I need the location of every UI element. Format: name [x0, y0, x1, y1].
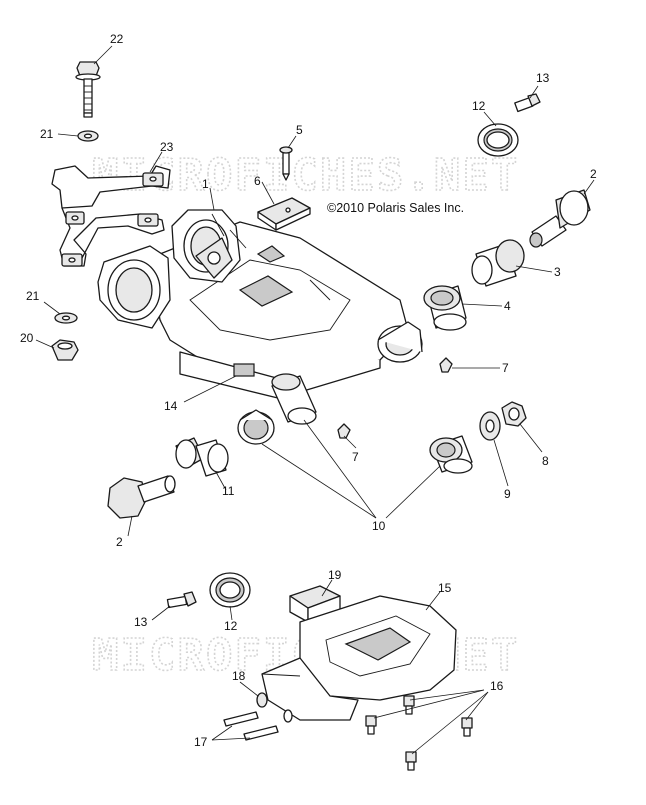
bolt-part-13-top: [514, 93, 541, 113]
bolt-part-22: [75, 61, 101, 118]
bolt-part-16-a: [365, 715, 377, 735]
callout-19: 19: [328, 568, 342, 582]
callout-12-top: 12: [472, 99, 486, 113]
callout-10: 10: [372, 519, 386, 533]
callout-11: 11: [222, 484, 235, 498]
callout-3: 3: [554, 265, 561, 279]
callout-labels: 22 21 23 1 6 5 12 13 2 3 4 7 21 20 14 7 …: [20, 32, 597, 749]
callout-2-right: 2: [590, 167, 597, 181]
nut-part-20: [51, 339, 79, 361]
grease-fitting-part-7-b: [337, 423, 351, 439]
callout-21-top: 21: [40, 127, 54, 141]
leader-lines: [35, 45, 595, 755]
washer-part-21-top: [77, 130, 99, 142]
callout-9: 9: [504, 487, 511, 501]
callout-5: 5: [296, 123, 303, 137]
washer-part-21-left: [54, 312, 78, 324]
callout-16: 16: [490, 679, 504, 693]
swing-arm-part-1: [97, 209, 423, 401]
bolt-part-16-d: [405, 751, 417, 771]
grease-fitting-part-7-a: [439, 357, 453, 373]
bushing-part-10-a: [271, 373, 317, 425]
bolt-part-16-c: [461, 717, 473, 737]
pivot-shaft-part-2-right: [529, 189, 591, 248]
bushing-part-10-c: [429, 435, 473, 474]
callout-7-right: 7: [502, 361, 509, 375]
callout-18: 18: [232, 669, 246, 683]
bolt-part-16-b: [403, 695, 415, 715]
skid-plate-part-15: [261, 595, 457, 721]
bracket-part-23: [51, 165, 171, 267]
cover-plate-part-6: [257, 197, 311, 231]
washer-part-18: [256, 692, 293, 723]
bearing-part-11: [175, 437, 229, 477]
callout-8: 8: [542, 454, 549, 468]
copyright-text: ©2010 Polaris Sales Inc.: [327, 201, 464, 215]
callout-20: 20: [20, 331, 34, 345]
callout-12-bottom: 12: [224, 619, 238, 633]
clamp-ring-part-12-top: [477, 123, 519, 157]
pin-part-5: [279, 146, 293, 181]
bolt-part-13-bottom: [166, 591, 197, 609]
callout-14: 14: [164, 399, 178, 413]
bolt-part-17-a: [223, 711, 259, 727]
callout-22: 22: [110, 32, 124, 46]
callout-23: 23: [160, 140, 174, 154]
callout-17: 17: [194, 735, 208, 749]
callout-21-left: 21: [26, 289, 40, 303]
washer-part-9: [479, 411, 501, 441]
callout-15: 15: [438, 581, 452, 595]
callout-13-top: 13: [536, 71, 550, 85]
bushing-part-4: [423, 285, 467, 331]
callout-4: 4: [504, 299, 511, 313]
bushing-part-10-b: [237, 409, 275, 445]
callout-1: 1: [202, 177, 209, 191]
clamp-ring-part-12-bottom: [209, 572, 251, 608]
callout-7-center: 7: [352, 450, 359, 464]
nut-part-8: [501, 401, 527, 427]
bearing-part-3: [471, 239, 525, 287]
callout-2-left: 2: [116, 535, 123, 549]
callout-13-bottom: 13: [134, 615, 148, 629]
pivot-shaft-part-2-left: [107, 475, 176, 519]
callout-6: 6: [254, 174, 261, 188]
